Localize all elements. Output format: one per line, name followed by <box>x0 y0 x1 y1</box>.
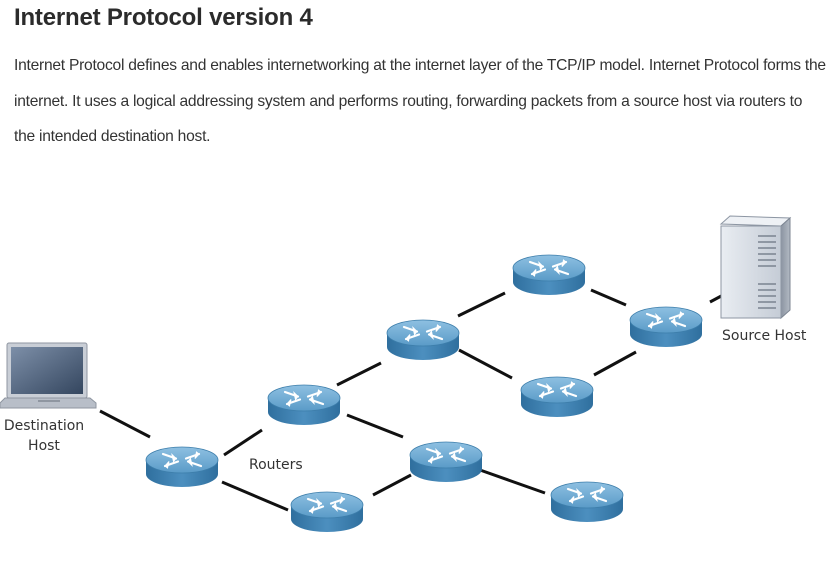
link <box>99 409 151 439</box>
router-icon <box>519 375 595 419</box>
router-icon <box>511 253 587 297</box>
link <box>479 468 546 495</box>
router-icon <box>289 490 365 534</box>
link <box>223 428 263 457</box>
link <box>221 480 289 512</box>
destination-host-label-line1: Destination <box>3 418 85 434</box>
link <box>593 350 637 377</box>
page-title: Internet Protocol version 4 <box>14 4 313 31</box>
link <box>458 348 513 380</box>
link <box>336 361 382 387</box>
router-icon <box>628 305 704 349</box>
destination-host-label-line2: Host <box>28 438 60 454</box>
destination-host-label: Destination Host <box>2 416 86 456</box>
router-icon <box>144 445 220 489</box>
routers-label: Routers <box>249 457 303 473</box>
router-icon <box>266 383 342 427</box>
router-icon <box>385 318 461 362</box>
source-host-label: Source Host <box>722 328 807 344</box>
link <box>457 291 506 318</box>
link <box>590 288 627 307</box>
server-icon <box>719 215 792 320</box>
link <box>346 413 404 439</box>
laptop-icon <box>0 342 97 409</box>
description-paragraph: Internet Protocol defines and enables in… <box>14 57 826 145</box>
router-icon <box>408 440 484 484</box>
link <box>372 473 412 497</box>
router-icon <box>549 480 625 524</box>
routers <box>144 253 704 534</box>
network-links <box>99 288 726 512</box>
